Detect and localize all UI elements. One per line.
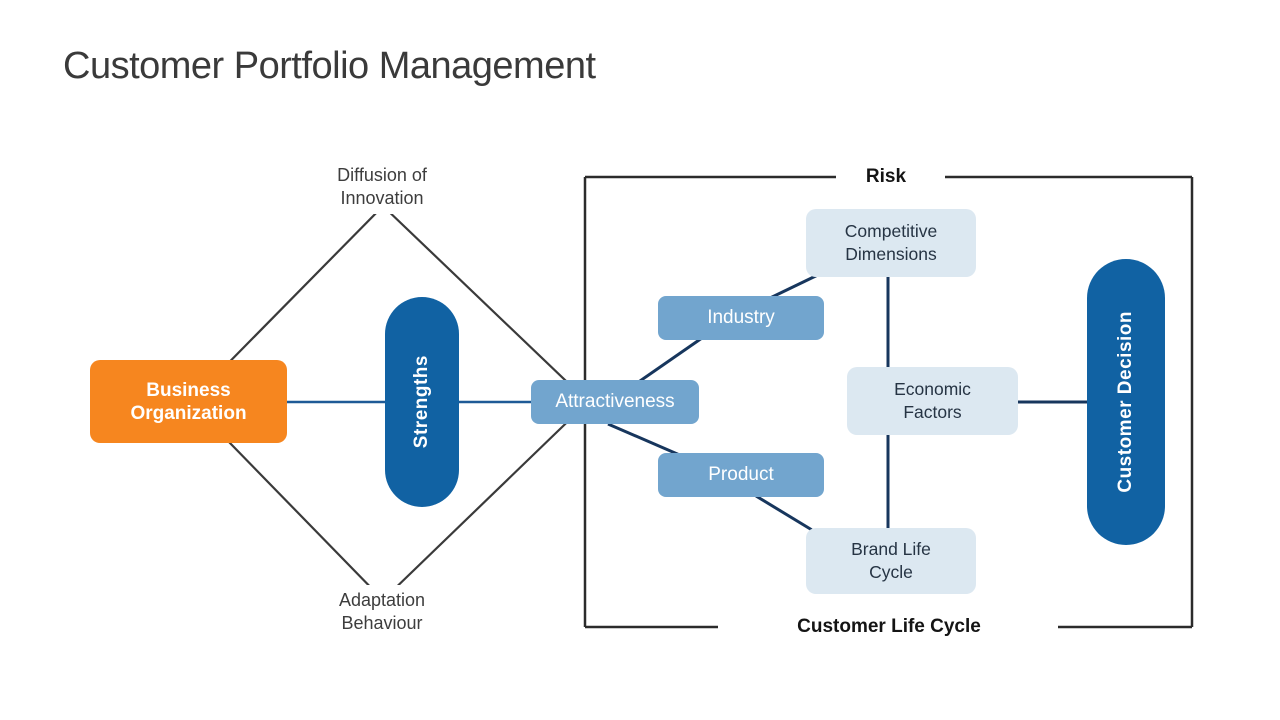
node-competitive-dimensions: Competitive Dimensions <box>806 209 976 277</box>
strengths-label: Strengths <box>411 355 432 449</box>
node-brand-life-cycle: Brand Life Cycle <box>806 528 976 594</box>
business-organization-label: Business Organization <box>130 379 247 424</box>
node-economic-factors: Economic Factors <box>847 367 1018 435</box>
node-industry: Industry <box>658 296 824 340</box>
risk-label: Risk <box>836 165 936 189</box>
competitive-dimensions-label: Competitive Dimensions <box>844 221 938 264</box>
node-strengths: Strengths <box>385 297 459 507</box>
page-title: Customer Portfolio Management <box>63 45 596 87</box>
adaptation-behaviour-label: Adaptation Behaviour <box>318 585 446 639</box>
industry-label: Industry <box>707 307 775 328</box>
node-business-organization: Business Organization <box>90 360 287 443</box>
diffusion-of-innovation-label: Diffusion of Innovation <box>318 160 446 214</box>
customer-decision-label: Customer Decision <box>1115 311 1136 493</box>
risk-frame <box>583 175 1194 629</box>
node-product: Product <box>658 453 824 497</box>
product-label: Product <box>708 464 774 485</box>
node-attractiveness: Attractiveness <box>531 380 699 424</box>
brand-life-cycle-label: Brand Life Cycle <box>851 539 931 582</box>
node-customer-decision: Customer Decision <box>1087 259 1165 545</box>
economic-factors-label: Economic Factors <box>894 379 971 422</box>
attractiveness-label: Attractiveness <box>555 391 675 412</box>
customer-life-cycle-label: Customer Life Cycle <box>788 615 990 639</box>
